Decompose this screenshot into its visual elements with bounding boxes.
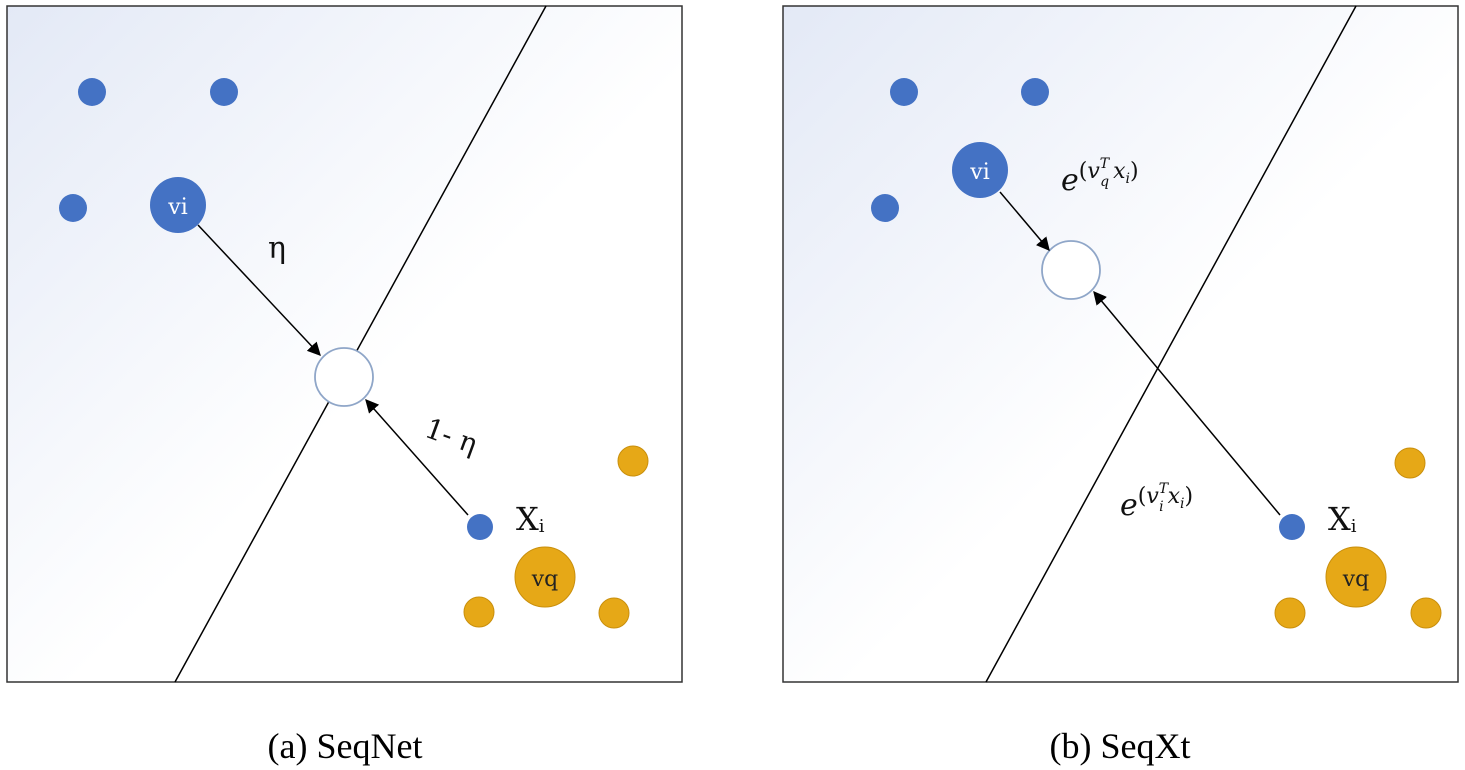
panel-b-arrow-vi bbox=[999, 191, 1050, 252]
panel-b-blue-point bbox=[890, 78, 918, 106]
panel-b-blue-point bbox=[871, 194, 899, 222]
panel-a-xi-point bbox=[467, 514, 493, 540]
panel-b-xi-label: Xi bbox=[1328, 500, 1357, 538]
panel-a-arrow-xi bbox=[365, 398, 469, 516]
panel-b-arrow-xi bbox=[1093, 290, 1281, 516]
panel-b-gold-point bbox=[1410, 597, 1442, 629]
panel-a-frame bbox=[6, 5, 683, 683]
panel-a-caption: (a) SeqNet bbox=[268, 726, 423, 766]
panel-b-gold-point bbox=[1394, 447, 1426, 479]
panel-a-blue-point bbox=[59, 194, 87, 222]
panel-a-eta-label: η bbox=[268, 231, 286, 266]
panel-b-vq-label: vq bbox=[1342, 567, 1370, 592]
panel-a-decision-boundary bbox=[174, 5, 547, 683]
panel-a-vq-label: vq bbox=[531, 567, 559, 592]
panel-a-blue-point bbox=[210, 78, 238, 106]
panel-b-hollow-node bbox=[1041, 240, 1101, 300]
panel-b-caption: (b) SeqXt bbox=[1050, 726, 1191, 766]
panel-b-gold-point bbox=[1274, 597, 1306, 629]
panel-b-vq-node bbox=[1325, 546, 1387, 608]
panel-b-blue-point bbox=[1021, 78, 1049, 106]
panel-a-arrow-vi bbox=[197, 224, 321, 356]
panel-b-decision-boundary bbox=[985, 5, 1357, 683]
panel-a-vi-label: vi bbox=[167, 195, 187, 220]
panel-a-xi-label: Xi bbox=[516, 500, 545, 538]
panel-a-blue-point bbox=[78, 78, 106, 106]
panel-a-vi-node bbox=[150, 177, 206, 233]
panel-a-gold-point bbox=[463, 596, 495, 628]
panel-b-vi-node bbox=[952, 142, 1008, 198]
panel-a-gold-point bbox=[617, 445, 649, 477]
panel-b-xi-point bbox=[1279, 514, 1305, 540]
panel-b-vi-label: vi bbox=[969, 160, 989, 185]
panel-a-gold-point bbox=[598, 597, 630, 629]
panel-a-vq-node bbox=[514, 546, 576, 608]
panel-a-hollow-node bbox=[314, 347, 374, 407]
panel-a: vi vq η 1- η Xi (a) SeqNet bbox=[6, 5, 683, 766]
